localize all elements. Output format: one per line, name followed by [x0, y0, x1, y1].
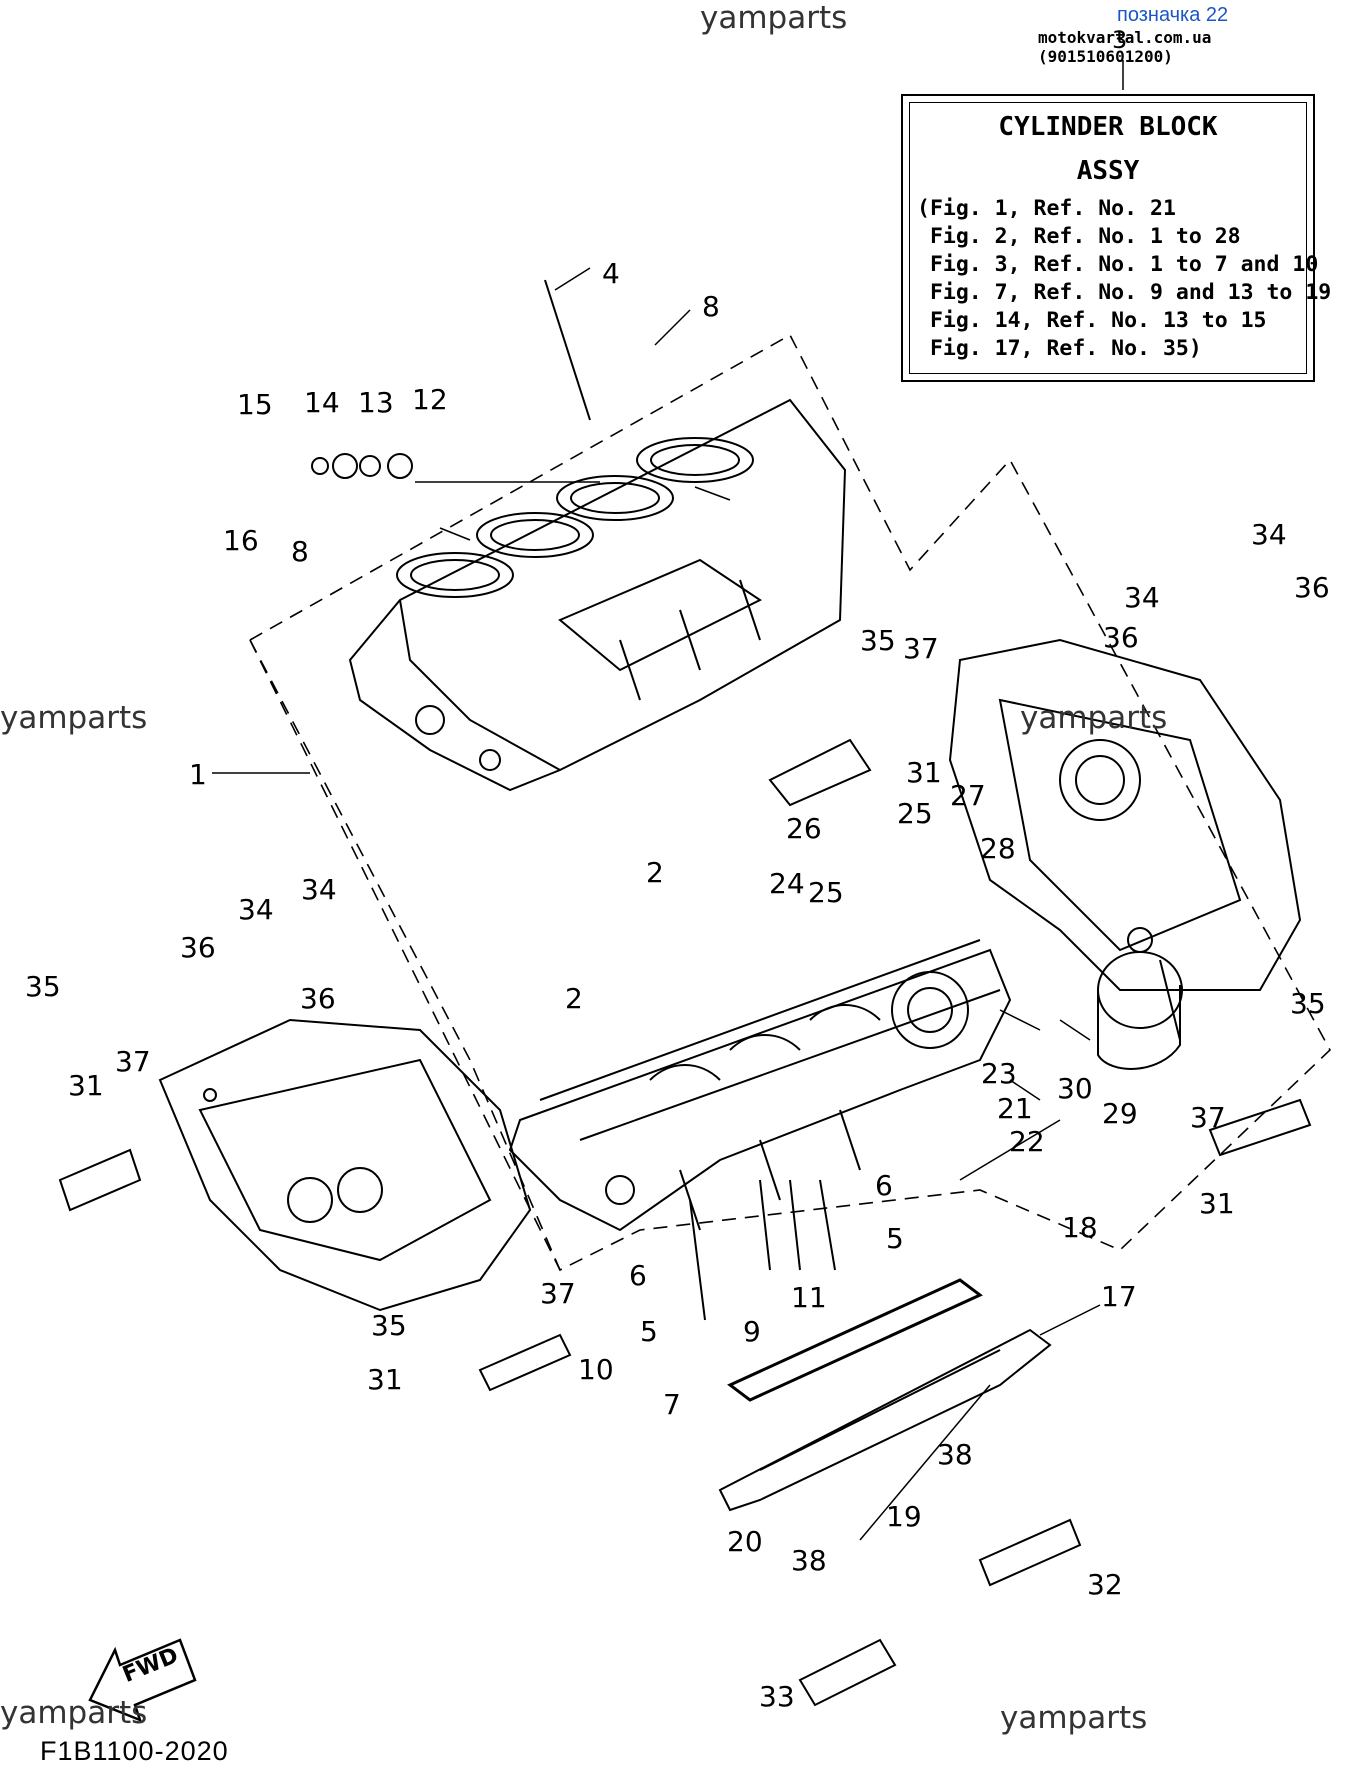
callout: 5: [640, 1315, 658, 1348]
ref-line: Fig. 17, Ref. No. 35): [917, 336, 1202, 361]
ref-line: Fig. 14, Ref. No. 13 to 15: [917, 308, 1267, 333]
ref-line: Fig. 2, Ref. No. 1 to 28: [917, 224, 1241, 249]
watermark: yamparts: [0, 1695, 148, 1731]
callout: 37: [115, 1045, 151, 1078]
callout: 27: [950, 779, 986, 812]
callout: 18: [1062, 1211, 1098, 1244]
callout: 33: [759, 1680, 795, 1713]
bolts: [311, 279, 836, 1321]
callout: 26: [786, 812, 822, 845]
callout: 30: [1057, 1072, 1093, 1105]
callout: 38: [937, 1438, 973, 1471]
callout: 1: [189, 758, 207, 791]
callout: 35: [860, 624, 896, 657]
callout: 25: [808, 876, 844, 909]
shop-label: motokvartal.com.ua (901510601200): [1038, 28, 1212, 66]
callout: 29: [1102, 1097, 1138, 1130]
callout: 37: [903, 632, 939, 665]
callout: 36: [1294, 571, 1330, 604]
ref-line: Fig. 7, Ref. No. 9 and 13 to 19: [917, 280, 1332, 305]
callout: 13: [358, 386, 394, 419]
callout: 31: [68, 1069, 104, 1102]
callout: 11: [791, 1281, 827, 1314]
callout: 31: [1199, 1187, 1235, 1220]
watermark: yamparts: [700, 0, 848, 36]
callout: 2: [565, 982, 583, 1015]
callout: 20: [727, 1525, 763, 1558]
callout: 8: [291, 535, 309, 568]
watermark: yamparts: [1020, 700, 1168, 736]
callout: 5: [886, 1222, 904, 1255]
leader-lines: [212, 60, 1124, 1541]
reference-box: CYLINDER BLOCK ASSY (Fig. 1, Ref. No. 21…: [901, 94, 1331, 382]
callout: 32: [1087, 1568, 1123, 1601]
callout: 34: [301, 873, 337, 906]
ref-pointer-number: 3: [1112, 26, 1128, 54]
watermark: yamparts: [1000, 1700, 1148, 1736]
callout: 35: [25, 970, 61, 1003]
callout: 14: [304, 386, 340, 419]
callout: 12: [412, 383, 448, 416]
upper-block-boundary: [249, 639, 561, 1271]
callout: 25: [897, 797, 933, 830]
fwd-arrow: [88, 1638, 197, 1723]
callout: 38: [791, 1544, 827, 1577]
ref-line: (Fig. 1, Ref. No. 21: [917, 196, 1176, 221]
callout: 31: [906, 756, 942, 789]
callout: 31: [367, 1363, 403, 1396]
callout: 37: [1190, 1101, 1226, 1134]
callout: 35: [371, 1309, 407, 1342]
callout: 6: [629, 1259, 647, 1292]
gasket: [727, 1278, 983, 1402]
callout: 15: [237, 388, 273, 421]
callout: 24: [769, 867, 805, 900]
upper-cylinder-block: [348, 398, 847, 792]
callout: 23: [981, 1057, 1017, 1090]
callout: 17: [1101, 1280, 1137, 1313]
assembly-boundary: [248, 333, 1331, 1272]
callout: 8: [702, 290, 720, 323]
callout: 22: [1009, 1125, 1045, 1158]
callout: 2: [646, 856, 664, 889]
ref-title: CYLINDER BLOCK: [998, 112, 1218, 142]
watermark: yamparts: [0, 700, 148, 736]
badge-label: позначка 22: [1117, 4, 1229, 26]
callout: 4: [602, 257, 620, 290]
ref-subtitle: ASSY: [1076, 156, 1140, 186]
figure-code: F1B1100-2020: [40, 1736, 229, 1766]
oil-pan: [718, 1328, 1052, 1512]
callout: 21: [997, 1092, 1033, 1125]
callout: 19: [886, 1500, 922, 1533]
left-cover: [158, 1018, 532, 1312]
callout: 28: [980, 832, 1016, 865]
right-cover: [948, 638, 1302, 991]
callout: 6: [875, 1169, 893, 1202]
callout: 9: [743, 1315, 761, 1348]
callout: 37: [540, 1277, 576, 1310]
callout: 34: [238, 893, 274, 926]
reference-box-inner: [909, 102, 1307, 374]
callout: 36: [1103, 621, 1139, 654]
ref-line: Fig. 3, Ref. No. 1 to 7 and 10: [917, 252, 1319, 277]
oil-filter: [1097, 951, 1183, 1070]
callout: 16: [223, 524, 259, 557]
lower-crankcase: [508, 939, 1012, 1232]
engine-mounts: [58, 738, 1312, 1707]
callout: 36: [180, 931, 216, 964]
callout: 10: [578, 1353, 614, 1386]
callout: 7: [663, 1388, 681, 1421]
callout: 34: [1251, 518, 1287, 551]
callout: 34: [1124, 581, 1160, 614]
callout: 36: [300, 982, 336, 1015]
callout: 35: [1290, 987, 1326, 1020]
